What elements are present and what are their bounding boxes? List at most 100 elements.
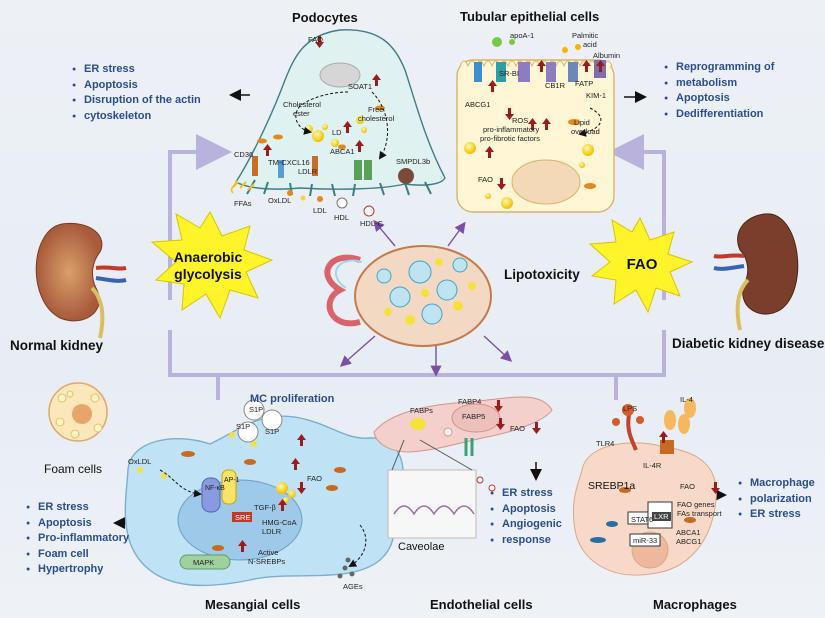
regulation-arrows bbox=[238, 36, 720, 552]
effect-item-cont: response bbox=[490, 533, 562, 549]
diabetic-kidney-illustration bbox=[713, 213, 799, 331]
tubular-cell bbox=[456, 37, 615, 213]
normal-kidney-illustration bbox=[35, 222, 127, 339]
endothelial-effects-list: ER stress Apoptosis Angiogenic response bbox=[488, 486, 562, 548]
tubular-title: Tubular epithelial cells bbox=[460, 9, 600, 24]
podocyte-effects-list: ER stress Apoptosis Disruption of the ac… bbox=[70, 62, 201, 124]
pod-ldlr: LDLR bbox=[298, 167, 318, 176]
effect-item: ER stress bbox=[26, 500, 129, 516]
mac-fao: FAO bbox=[680, 482, 696, 491]
endo-fabp4: FABP4 bbox=[458, 397, 482, 406]
mesangial-cell bbox=[124, 399, 404, 587]
mac-abcg1: ABCG1 bbox=[676, 537, 702, 546]
fao-star-text: FAO bbox=[626, 256, 658, 273]
anaerobic-glycolysis-text: Anaerobic glycolysis bbox=[168, 249, 248, 283]
pathway-arrows bbox=[339, 219, 513, 377]
pod-ld: LD bbox=[332, 128, 342, 137]
normal-kidney-title: Normal kidney bbox=[10, 338, 104, 353]
pod-hdlc: HDL-C bbox=[360, 219, 383, 228]
mac-il4r: IL-4R bbox=[643, 461, 662, 470]
tubular-effects-list: Reprogramming of metabolism Apoptosis De… bbox=[662, 60, 774, 122]
mes-hmgcoa: HMG-CoA bbox=[262, 518, 297, 527]
mes-fao: FAO bbox=[307, 474, 323, 483]
effect-item: Disruption of the actin bbox=[72, 93, 201, 109]
pod-cd36: CD36 bbox=[234, 150, 254, 159]
lipotoxicity-title: Lipotoxicity bbox=[504, 267, 580, 282]
mesangial-title: Mesangial cells bbox=[205, 597, 301, 612]
anaerobic-line2: glycolysis bbox=[174, 266, 242, 282]
mac-tlr4: TLR4 bbox=[596, 439, 615, 448]
mes-sre: SRE bbox=[235, 513, 251, 522]
effect-item-cont: metabolism bbox=[664, 76, 774, 92]
pod-chol-ester-1: Cholesterol bbox=[283, 100, 321, 109]
endo-fabp5: FABP5 bbox=[462, 412, 486, 421]
mes-mapk: MAPK bbox=[193, 558, 215, 567]
mes-s1p-c: S1P bbox=[265, 427, 280, 436]
effect-item: Hypertrophy bbox=[26, 562, 129, 578]
mes-tgfb: TGF-β bbox=[254, 503, 276, 512]
tub-abcg1: ABCG1 bbox=[465, 100, 491, 109]
pod-chol-ester-2: ester bbox=[293, 109, 310, 118]
endothelial-title: Endothelial cells bbox=[430, 597, 533, 612]
anaerobic-line1: Anaerobic bbox=[173, 249, 243, 265]
tub-albumin: Albumin bbox=[593, 51, 621, 60]
endo-fao: FAO bbox=[510, 424, 526, 433]
effect-item: Apoptosis bbox=[664, 91, 774, 107]
mac-fas-transport: FAs transport bbox=[677, 509, 722, 518]
effect-item: ER stress bbox=[72, 62, 201, 78]
tub-cb1r: CB1R bbox=[545, 81, 566, 90]
pod-fao: FAO bbox=[308, 35, 324, 44]
tub-kim1: KIM-1 bbox=[586, 91, 607, 100]
pod-soat1: SOAT1 bbox=[348, 82, 373, 91]
effect-item: Apoptosis bbox=[490, 502, 562, 518]
effect-item-cont: cytoskeleton bbox=[72, 109, 201, 125]
mac-mir33: miR-33 bbox=[633, 536, 658, 545]
effect-item: Foam cell bbox=[26, 547, 129, 563]
pod-tm-cxcl16: TM-CXCL16 bbox=[268, 158, 310, 167]
mes-nfkb: NF-κB bbox=[205, 485, 225, 492]
effect-item: Apoptosis bbox=[72, 78, 201, 94]
mac-srebp1a: SREBP1a bbox=[588, 480, 636, 492]
foam-cells-label: Foam cells bbox=[44, 462, 103, 476]
mac-il4: IL-4 bbox=[680, 395, 693, 404]
pod-abca1: ABCA1 bbox=[330, 147, 355, 156]
pod-ffas: FFAs bbox=[234, 199, 252, 208]
tub-lipid-2: overload bbox=[571, 127, 600, 136]
mc-proliferation-label: MC proliferation bbox=[250, 393, 335, 405]
mac-abca1: ABCA1 bbox=[676, 528, 701, 537]
effect-item: Dedifferentiation bbox=[664, 107, 774, 123]
tub-apoa1: apoA-1 bbox=[510, 31, 535, 40]
tub-fatp: FATP bbox=[575, 79, 594, 88]
mes-active: Active bbox=[258, 548, 279, 557]
macrophages-title: Macrophages bbox=[653, 597, 737, 612]
effect-item: Pro-inflammatory bbox=[26, 531, 129, 547]
tub-profib: pro-fibrotic factors bbox=[480, 134, 541, 143]
endo-fabps: FABPs bbox=[410, 406, 433, 415]
effect-item: Macrophage bbox=[738, 476, 815, 492]
mesangial-effects-list: ER stress Apoptosis Pro-inflammatory Foa… bbox=[24, 500, 129, 578]
mes-s1p-b: S1P bbox=[236, 422, 251, 431]
effect-item-cont: polarization bbox=[738, 492, 815, 508]
pod-hdl: HDL bbox=[334, 213, 350, 222]
foam-cell-illustration bbox=[48, 382, 108, 442]
tub-ros: ROS bbox=[512, 116, 529, 125]
tub-srbi: SR-BI bbox=[499, 69, 520, 78]
tub-palmitic-2: acid bbox=[583, 40, 597, 49]
tub-fao: FAO bbox=[478, 175, 494, 184]
endothelial-cell bbox=[373, 396, 553, 539]
mes-ages: AGEs bbox=[343, 582, 363, 591]
effect-item: ER stress bbox=[490, 486, 562, 502]
podocyte-cell bbox=[230, 29, 446, 217]
macrophage-effects-list: Macrophage polarization ER stress bbox=[736, 476, 815, 523]
macrophage-cell bbox=[572, 398, 717, 576]
mes-s1p-a: S1P bbox=[249, 405, 264, 414]
mac-stat6: STAT6 bbox=[631, 515, 654, 524]
mac-lxr: LXR bbox=[652, 512, 671, 521]
fao-star bbox=[588, 216, 694, 314]
tub-lipid-1: Lipid bbox=[574, 118, 590, 127]
tub-palmitic-1: Palmitic bbox=[572, 31, 599, 40]
effect-item: Angiogenic bbox=[490, 517, 562, 533]
glomerulus-illustration bbox=[324, 245, 492, 347]
